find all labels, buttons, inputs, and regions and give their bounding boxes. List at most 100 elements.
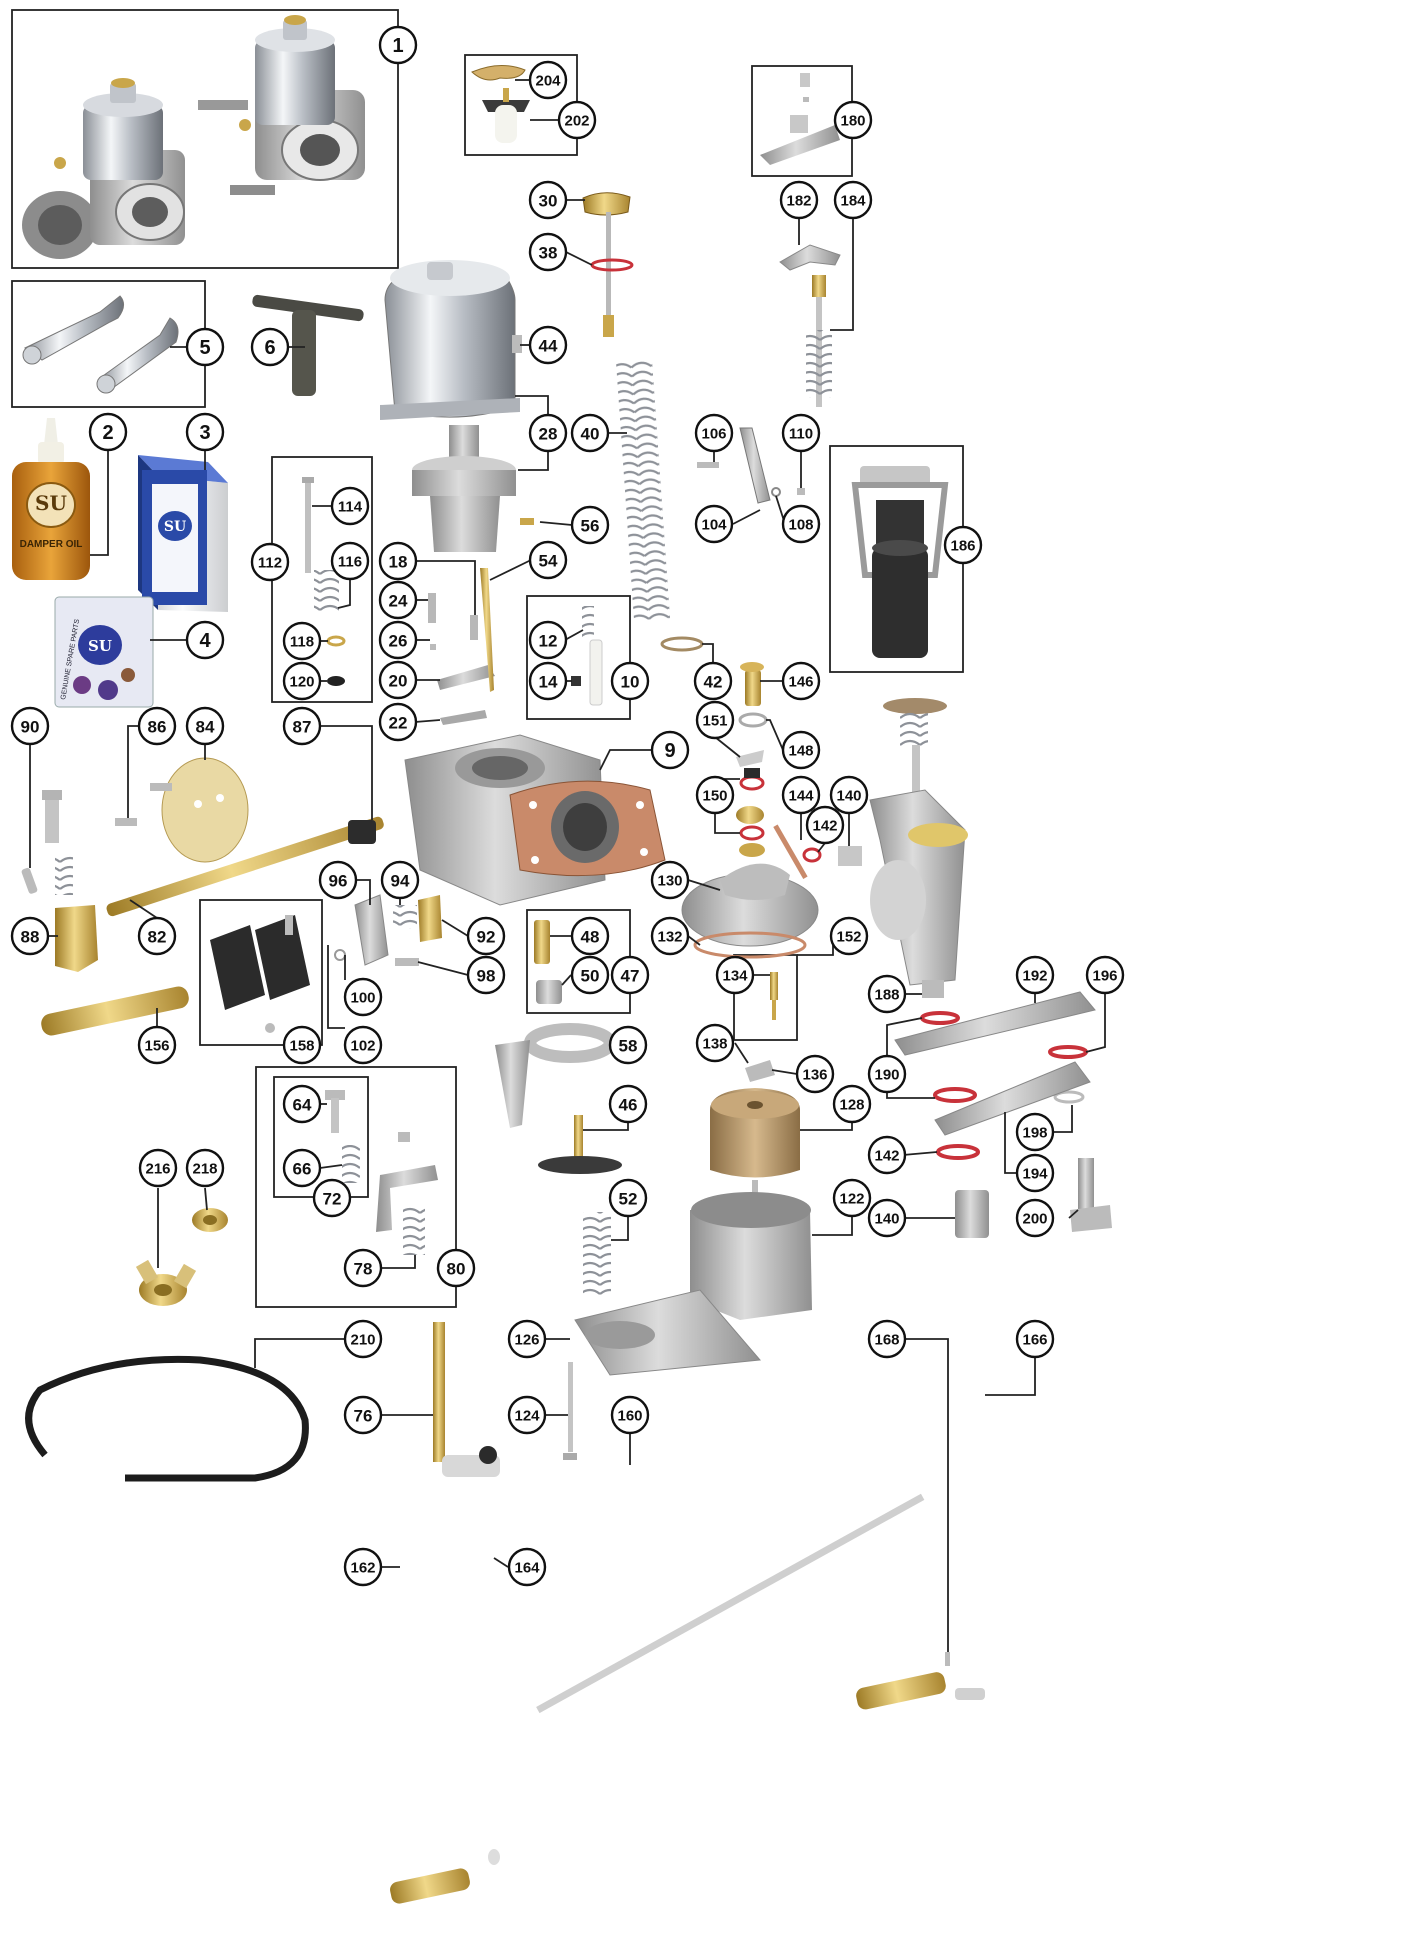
float-chamber-lid-illustration: [681, 863, 819, 959]
callout-number: 76: [354, 1407, 373, 1426]
fast-idle-kit-illustration: [760, 73, 840, 165]
callout-number: 134: [722, 968, 748, 985]
leader-c200: [1068, 1209, 1079, 1219]
callout-circle: [250, 327, 290, 367]
washers-illustration: [660, 636, 862, 879]
callout-circle: [695, 1023, 735, 1063]
leader-c148: [766, 719, 784, 751]
leader-c66: [319, 1164, 343, 1169]
callout-number: 58: [619, 1037, 638, 1056]
callout-168: 168: [867, 1319, 907, 1359]
callout-circle: [466, 916, 506, 956]
leader-c184: [830, 218, 854, 331]
callout-circle: [185, 706, 225, 746]
float-chamber-column-illustration: [869, 698, 968, 998]
callout-number: 50: [581, 967, 600, 986]
callout-circle: [378, 660, 418, 700]
callout-circle: [557, 100, 597, 140]
callout-20: 20: [378, 660, 418, 700]
callout-4: 4: [185, 620, 225, 660]
callout-number: 162: [350, 1560, 375, 1577]
callout-118: 118: [282, 621, 322, 661]
callout-number: 204: [535, 73, 561, 90]
callout-number: 100: [350, 990, 375, 1007]
callout-108: 108: [781, 504, 821, 544]
callout-circle: [185, 327, 225, 367]
callout-64: 64: [282, 1084, 322, 1124]
callout-circle: [943, 525, 983, 565]
callout-42: 42: [693, 661, 733, 701]
callout-number: 184: [840, 193, 866, 210]
callout-circle: [693, 661, 733, 701]
throttle-lever-illustration: [334, 894, 442, 966]
callout-number: 94: [391, 872, 410, 891]
callout-number: 14: [539, 673, 558, 692]
callout-number: 24: [389, 592, 408, 611]
callout-number: 114: [338, 499, 363, 516]
callout-number: 194: [1022, 1166, 1048, 1183]
callout-12: 12: [528, 620, 568, 660]
callout-circle: [1015, 1153, 1055, 1193]
callout-circle: [250, 542, 290, 582]
leader-c218: [204, 1187, 208, 1211]
callout-120: 120: [282, 661, 322, 701]
callout-number: 158: [289, 1038, 314, 1055]
callout-number: 82: [148, 928, 167, 947]
callout-circle: [343, 1319, 383, 1359]
callout-number: 108: [788, 517, 813, 534]
callout-124: 124: [507, 1395, 547, 1435]
callout-number: 180: [840, 113, 865, 130]
callout-number: 116: [338, 554, 362, 571]
fast-idle-lever-illustration: [428, 593, 495, 725]
callout-circle: [833, 180, 873, 220]
callout-circle: [380, 860, 420, 900]
carburettor-body-illustration: [404, 734, 666, 906]
leader-c28b: [518, 450, 549, 471]
callout-circle: [10, 916, 50, 956]
callout-114: 114: [330, 486, 370, 526]
callout-number: 86: [148, 718, 167, 737]
callout-circle: [10, 706, 50, 746]
callout-26: 26: [378, 620, 418, 660]
callout-200: 200: [1015, 1198, 1055, 1238]
callout-number: 72: [323, 1190, 342, 1209]
leader-c138: [734, 1042, 749, 1064]
callout-number: 38: [539, 244, 558, 263]
oil-brand-text: SU: [35, 491, 67, 515]
callout-number: 112: [258, 555, 282, 572]
callout-circle: [378, 702, 418, 742]
callout-number: 200: [1022, 1211, 1047, 1228]
callout-circle: [185, 620, 225, 660]
callout-circle: [343, 1395, 383, 1435]
callout-number: 22: [389, 714, 408, 733]
callout-number: 64: [293, 1096, 312, 1115]
callout-number: 118: [290, 634, 314, 651]
callout-number: 202: [564, 113, 589, 130]
callout-number: 6: [264, 337, 275, 359]
callout-number: 210: [350, 1332, 375, 1349]
callout-122: 122: [832, 1178, 872, 1218]
callout-circle: [378, 541, 418, 581]
callout-132: 132: [650, 916, 690, 956]
leader-c130: [687, 879, 721, 891]
callout-100: 100: [343, 977, 383, 1017]
hose-ring-illustration: [25, 1355, 309, 1482]
lever-arm-illustration: [495, 1023, 616, 1128]
leader-c56: [539, 521, 573, 526]
callout-number: 9: [664, 740, 675, 762]
callout-circle: [282, 706, 322, 746]
callout-circle: [528, 540, 568, 580]
callout-circle: [378, 25, 418, 65]
callout-number: 150: [702, 788, 727, 805]
callout-circle: [282, 621, 322, 661]
callout-190: 190: [867, 1054, 907, 1094]
callout-number: 218: [192, 1161, 217, 1178]
leader-c18: [415, 560, 476, 615]
callout-number: 166: [1022, 1332, 1047, 1349]
leader-c196: [1085, 993, 1106, 1053]
callout-3: 3: [185, 412, 225, 452]
callout-circle: [528, 413, 568, 453]
callout-circle: [570, 413, 610, 453]
callout-22: 22: [378, 702, 418, 742]
